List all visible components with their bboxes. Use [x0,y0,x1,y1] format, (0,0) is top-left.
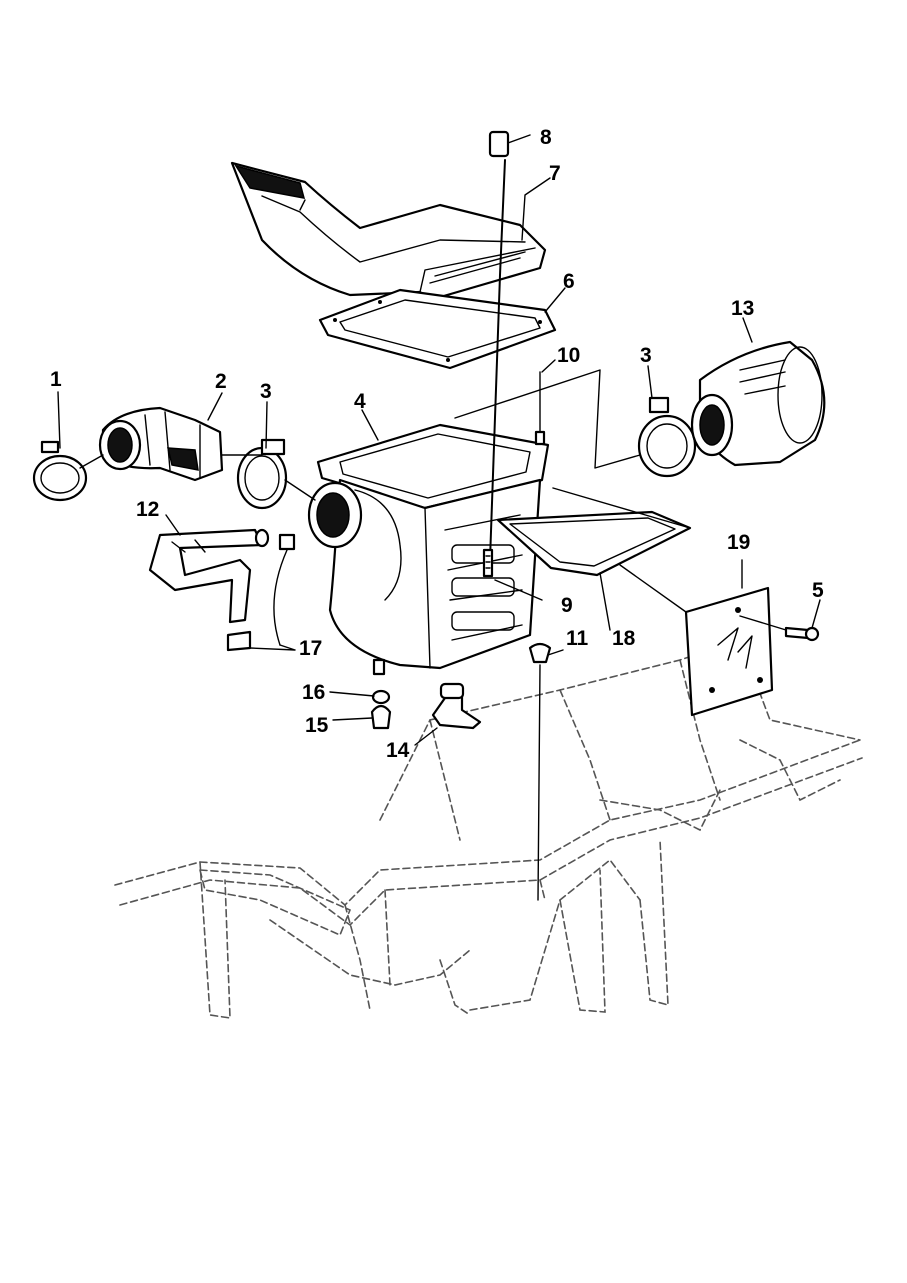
side-gasket [496,510,692,577]
callout-19: 19 [727,531,750,554]
intake-boot [98,406,224,482]
airbox-cover-assembly [230,161,547,302]
fasteners [482,130,552,664]
cover-gasket [318,288,557,370]
callout-16: 16 [302,681,325,704]
callout-10: 10 [557,344,580,367]
intake-clamp-left [32,440,88,502]
filter-clamp-right [637,396,697,478]
callout-1: 1 [50,368,62,391]
callout-14: 14 [386,739,410,762]
callout-12: 12 [136,498,159,521]
callout-11: 11 [566,627,589,650]
callout-2: 2 [215,370,227,393]
callout-7: 7 [549,162,561,185]
bolt [784,626,820,642]
vehicle-frame [114,639,863,1019]
air-filter [690,340,826,467]
leader-lines [57,134,821,901]
callout-8: 8 [540,126,552,149]
callout-15: 15 [305,714,329,737]
callout-4: 4 [354,390,366,413]
callout-3-right: 3 [640,344,652,367]
callout-9: 9 [561,594,573,617]
callout-13: 13 [731,297,754,320]
access-plate [684,586,774,717]
breather-tube [148,528,296,652]
callout-6: 6 [563,270,575,293]
airbox-body [307,423,550,676]
callout-18: 18 [612,627,636,650]
callout-3-left: 3 [260,380,272,403]
drain-parts [370,682,482,730]
callout-17: 17 [299,637,322,660]
callout-labels: 1 2 3 3 4 5 6 7 8 9 10 11 12 13 14 15 16… [50,126,824,762]
callout-5: 5 [812,579,824,602]
intake-clamp-middle [236,438,288,510]
